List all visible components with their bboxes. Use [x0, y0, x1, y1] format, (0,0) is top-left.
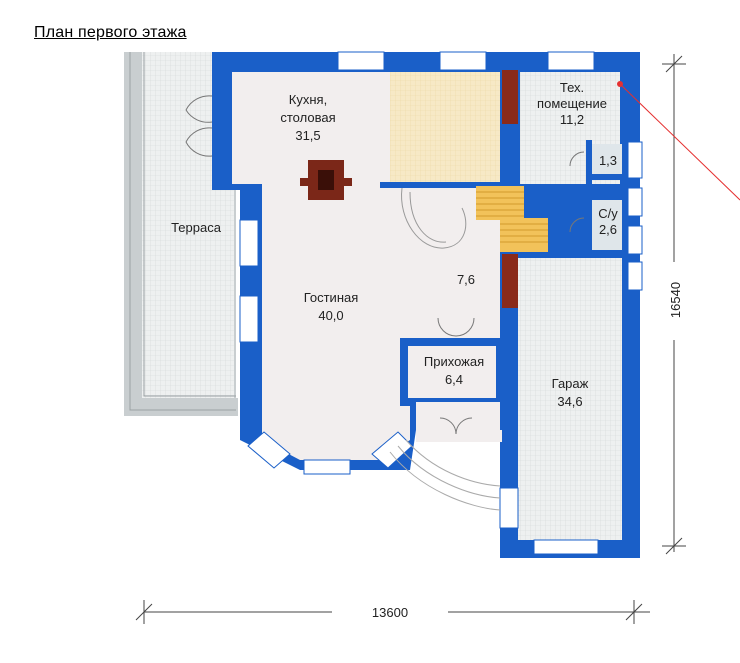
bathroom-area: 2,6 — [599, 222, 617, 237]
height-dimension — [662, 54, 686, 555]
hall-area: 7,6 — [457, 272, 475, 287]
garage-floor — [518, 258, 622, 540]
fireplace — [300, 160, 352, 200]
garage-label: Гараж — [552, 376, 589, 391]
hall-floor — [402, 186, 500, 340]
kitchen-parquet — [390, 72, 500, 182]
terrace-label: Терраса — [171, 220, 222, 235]
kitchen-label: Кухня, — [289, 92, 327, 107]
terrace — [124, 52, 238, 416]
page-title: План первого этажа — [34, 24, 187, 41]
living-label: Гостиная — [304, 290, 359, 305]
outer-walls — [212, 52, 640, 558]
tech-label-2: помещение — [537, 96, 607, 111]
living-floor — [232, 72, 410, 460]
tech-area: 11,2 — [560, 112, 584, 127]
garage-area: 34,6 — [557, 394, 582, 409]
bathroom-label: С/у — [598, 206, 618, 221]
kitchen-area: 31,5 — [295, 128, 320, 143]
tech-label: Тех. — [560, 80, 584, 95]
entrance-label: Прихожая — [424, 354, 484, 369]
porch — [389, 317, 501, 511]
stairs — [401, 186, 548, 252]
width-dimension — [135, 600, 650, 624]
entrance-area: 6,4 — [445, 372, 463, 387]
terrace-doors — [185, 95, 213, 157]
width-label: 13600 — [372, 605, 408, 620]
living-area: 40,0 — [318, 308, 343, 323]
brick-columns — [502, 70, 518, 308]
wc-small-area: 1,3 — [599, 153, 617, 168]
kitchen-label-2: столовая — [280, 110, 335, 125]
height-label: 16540 — [668, 282, 683, 318]
pointer-line — [617, 81, 740, 201]
utility-doors — [569, 151, 585, 233]
windows — [239, 51, 643, 555]
